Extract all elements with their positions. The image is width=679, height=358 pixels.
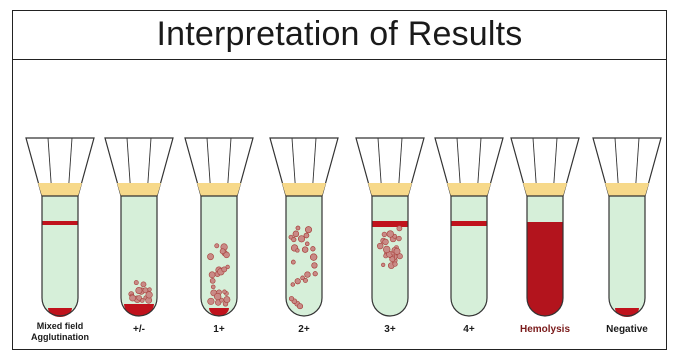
rbc-clump <box>222 267 227 272</box>
gel-column <box>42 196 78 316</box>
rbc-clump <box>303 278 307 282</box>
rbc-top-band <box>372 221 408 227</box>
plasma-layer <box>197 183 241 196</box>
rbc-clump <box>381 263 385 267</box>
plasma-layer <box>38 183 82 196</box>
rbc-clump <box>207 254 213 260</box>
rbc-clump <box>297 304 302 309</box>
rbc-clump <box>214 293 221 300</box>
rbc-clump <box>394 248 400 254</box>
tube-label-weak: +/- <box>97 324 181 335</box>
rbc-top-band <box>451 221 487 226</box>
rbc-clump <box>211 285 215 289</box>
rbc-clump <box>305 242 309 246</box>
rbc-clump <box>312 263 318 269</box>
rbc-clump <box>311 247 315 251</box>
rbc-clump <box>296 249 300 253</box>
rbc-clump <box>313 272 317 276</box>
rbc-clump <box>210 278 215 283</box>
plasma-layer <box>368 183 412 196</box>
rbc-clump <box>291 260 295 264</box>
rbc-clump <box>296 226 300 230</box>
plasma-layer <box>447 183 491 196</box>
rbc-clump <box>220 249 225 254</box>
rbc-top-band <box>42 221 78 225</box>
gel-column <box>451 196 487 316</box>
tube-label-negative: Negative <box>585 324 669 335</box>
rbc-clump <box>146 292 153 299</box>
tube-label-mixed-field: Mixed field Agglutination <box>18 321 102 343</box>
rbc-clump <box>387 231 394 238</box>
rbc-clump <box>302 247 308 253</box>
rbc-clump <box>223 290 227 294</box>
tube-label-hemolysis: Hemolysis <box>503 324 587 335</box>
plasma-layer <box>117 183 161 196</box>
rbc-clump <box>291 283 295 287</box>
tube-label-2plus: 2+ <box>262 324 346 335</box>
rbc-clump <box>293 231 299 237</box>
rbc-clump <box>208 298 215 305</box>
rbc-clump <box>397 236 402 241</box>
rbc-clump <box>224 296 230 302</box>
rbc-clump <box>310 254 317 261</box>
rbc-clump <box>304 233 309 238</box>
rbc-clump <box>209 272 215 278</box>
tube-label-3plus: 3+ <box>348 324 432 335</box>
rbc-clump <box>298 236 304 242</box>
rbc-clump <box>148 288 152 292</box>
tube-label-4plus: 4+ <box>427 324 511 335</box>
rbc-clump <box>397 226 402 231</box>
rbc-clump <box>383 246 390 253</box>
tube-label-1plus: 1+ <box>177 324 261 335</box>
rbc-clump <box>305 227 311 233</box>
rbc-clump <box>134 280 138 284</box>
plasma-layer <box>605 183 649 196</box>
rbc-clump <box>137 295 142 300</box>
rbc-clump <box>305 272 311 278</box>
rbc-clump <box>215 244 219 248</box>
rbc-pellet <box>124 304 154 316</box>
plasma-layer <box>523 183 567 196</box>
plasma-layer <box>282 183 326 196</box>
rbc-clump <box>383 239 389 245</box>
gel-column <box>609 196 645 316</box>
rbc-clump <box>382 232 387 237</box>
rbc-clump <box>289 296 293 300</box>
rbc-clump <box>130 295 136 301</box>
rbc-clump <box>393 262 397 266</box>
rbc-clump <box>141 282 146 287</box>
rbc-clump <box>377 243 383 249</box>
hemolysis-red <box>527 222 563 316</box>
rbc-clump <box>136 287 142 293</box>
rbc-clump <box>295 279 300 284</box>
rbc-clump <box>292 237 296 241</box>
